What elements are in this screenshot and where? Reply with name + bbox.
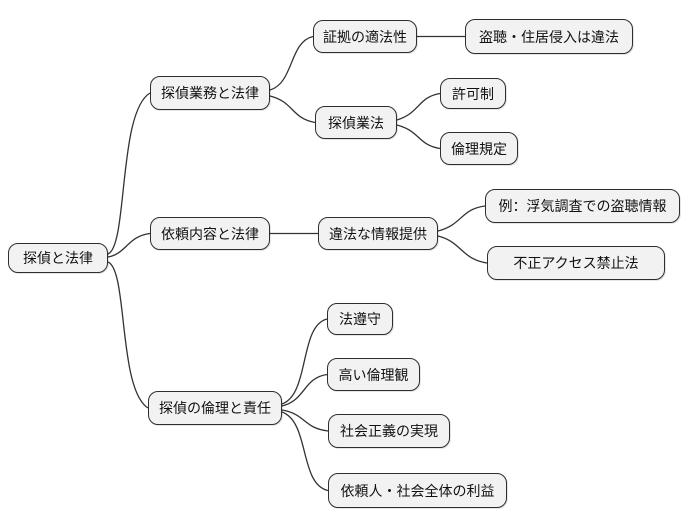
node-law-compliance: 法遵守 xyxy=(327,303,393,335)
connector-branch3-to-compliance xyxy=(281,318,328,405)
node-evidence-legality: 証拠の適法性 xyxy=(313,20,417,53)
connector-act-to-license xyxy=(396,92,441,121)
connector-branch1-to-act xyxy=(269,95,316,124)
connector-root-to-branch1 xyxy=(107,92,151,255)
connector-branch1-to-evidence xyxy=(269,35,314,91)
connector-root-to-branch2 xyxy=(107,232,151,258)
connector-branch3-to-highethics xyxy=(281,373,328,407)
node-social-justice: 社会正義の実現 xyxy=(328,414,450,448)
node-wiretap-trespass-illegal: 盗聴・住居侵入は違法 xyxy=(465,19,633,54)
node-illegal-info-provision: 違法な情報提供 xyxy=(318,217,438,250)
connector-illegalinfo-to-example xyxy=(437,205,486,232)
node-detective-ethics-responsibility: 探偵の倫理と責任 xyxy=(148,391,282,425)
node-root-detective-and-law: 探偵と法律 xyxy=(8,243,108,273)
connector-illegalinfo-to-accesslaw xyxy=(437,235,488,264)
node-license-system: 許可制 xyxy=(440,78,506,109)
node-client-society-benefit: 依頼人・社会全体の利益 xyxy=(328,473,507,508)
connector-act-to-ethicsrules xyxy=(396,124,441,150)
node-ethics-rules: 倫理規定 xyxy=(440,132,518,165)
node-example-wiretap-info: 例：浮気調査での盗聴情報 xyxy=(485,189,680,223)
connector-root-to-branch3 xyxy=(107,261,149,409)
node-request-content-and-law: 依頼内容と法律 xyxy=(150,217,270,250)
connector-branch3-to-benefit xyxy=(281,411,329,492)
connector-branch3-to-justice xyxy=(281,409,329,432)
node-detective-business-act: 探偵業法 xyxy=(315,106,397,139)
node-high-ethics: 高い倫理観 xyxy=(327,358,420,391)
node-unauthorized-access-law: 不正アクセス禁止法 xyxy=(487,246,665,280)
node-detective-work-and-law: 探偵業務と法律 xyxy=(150,76,270,110)
